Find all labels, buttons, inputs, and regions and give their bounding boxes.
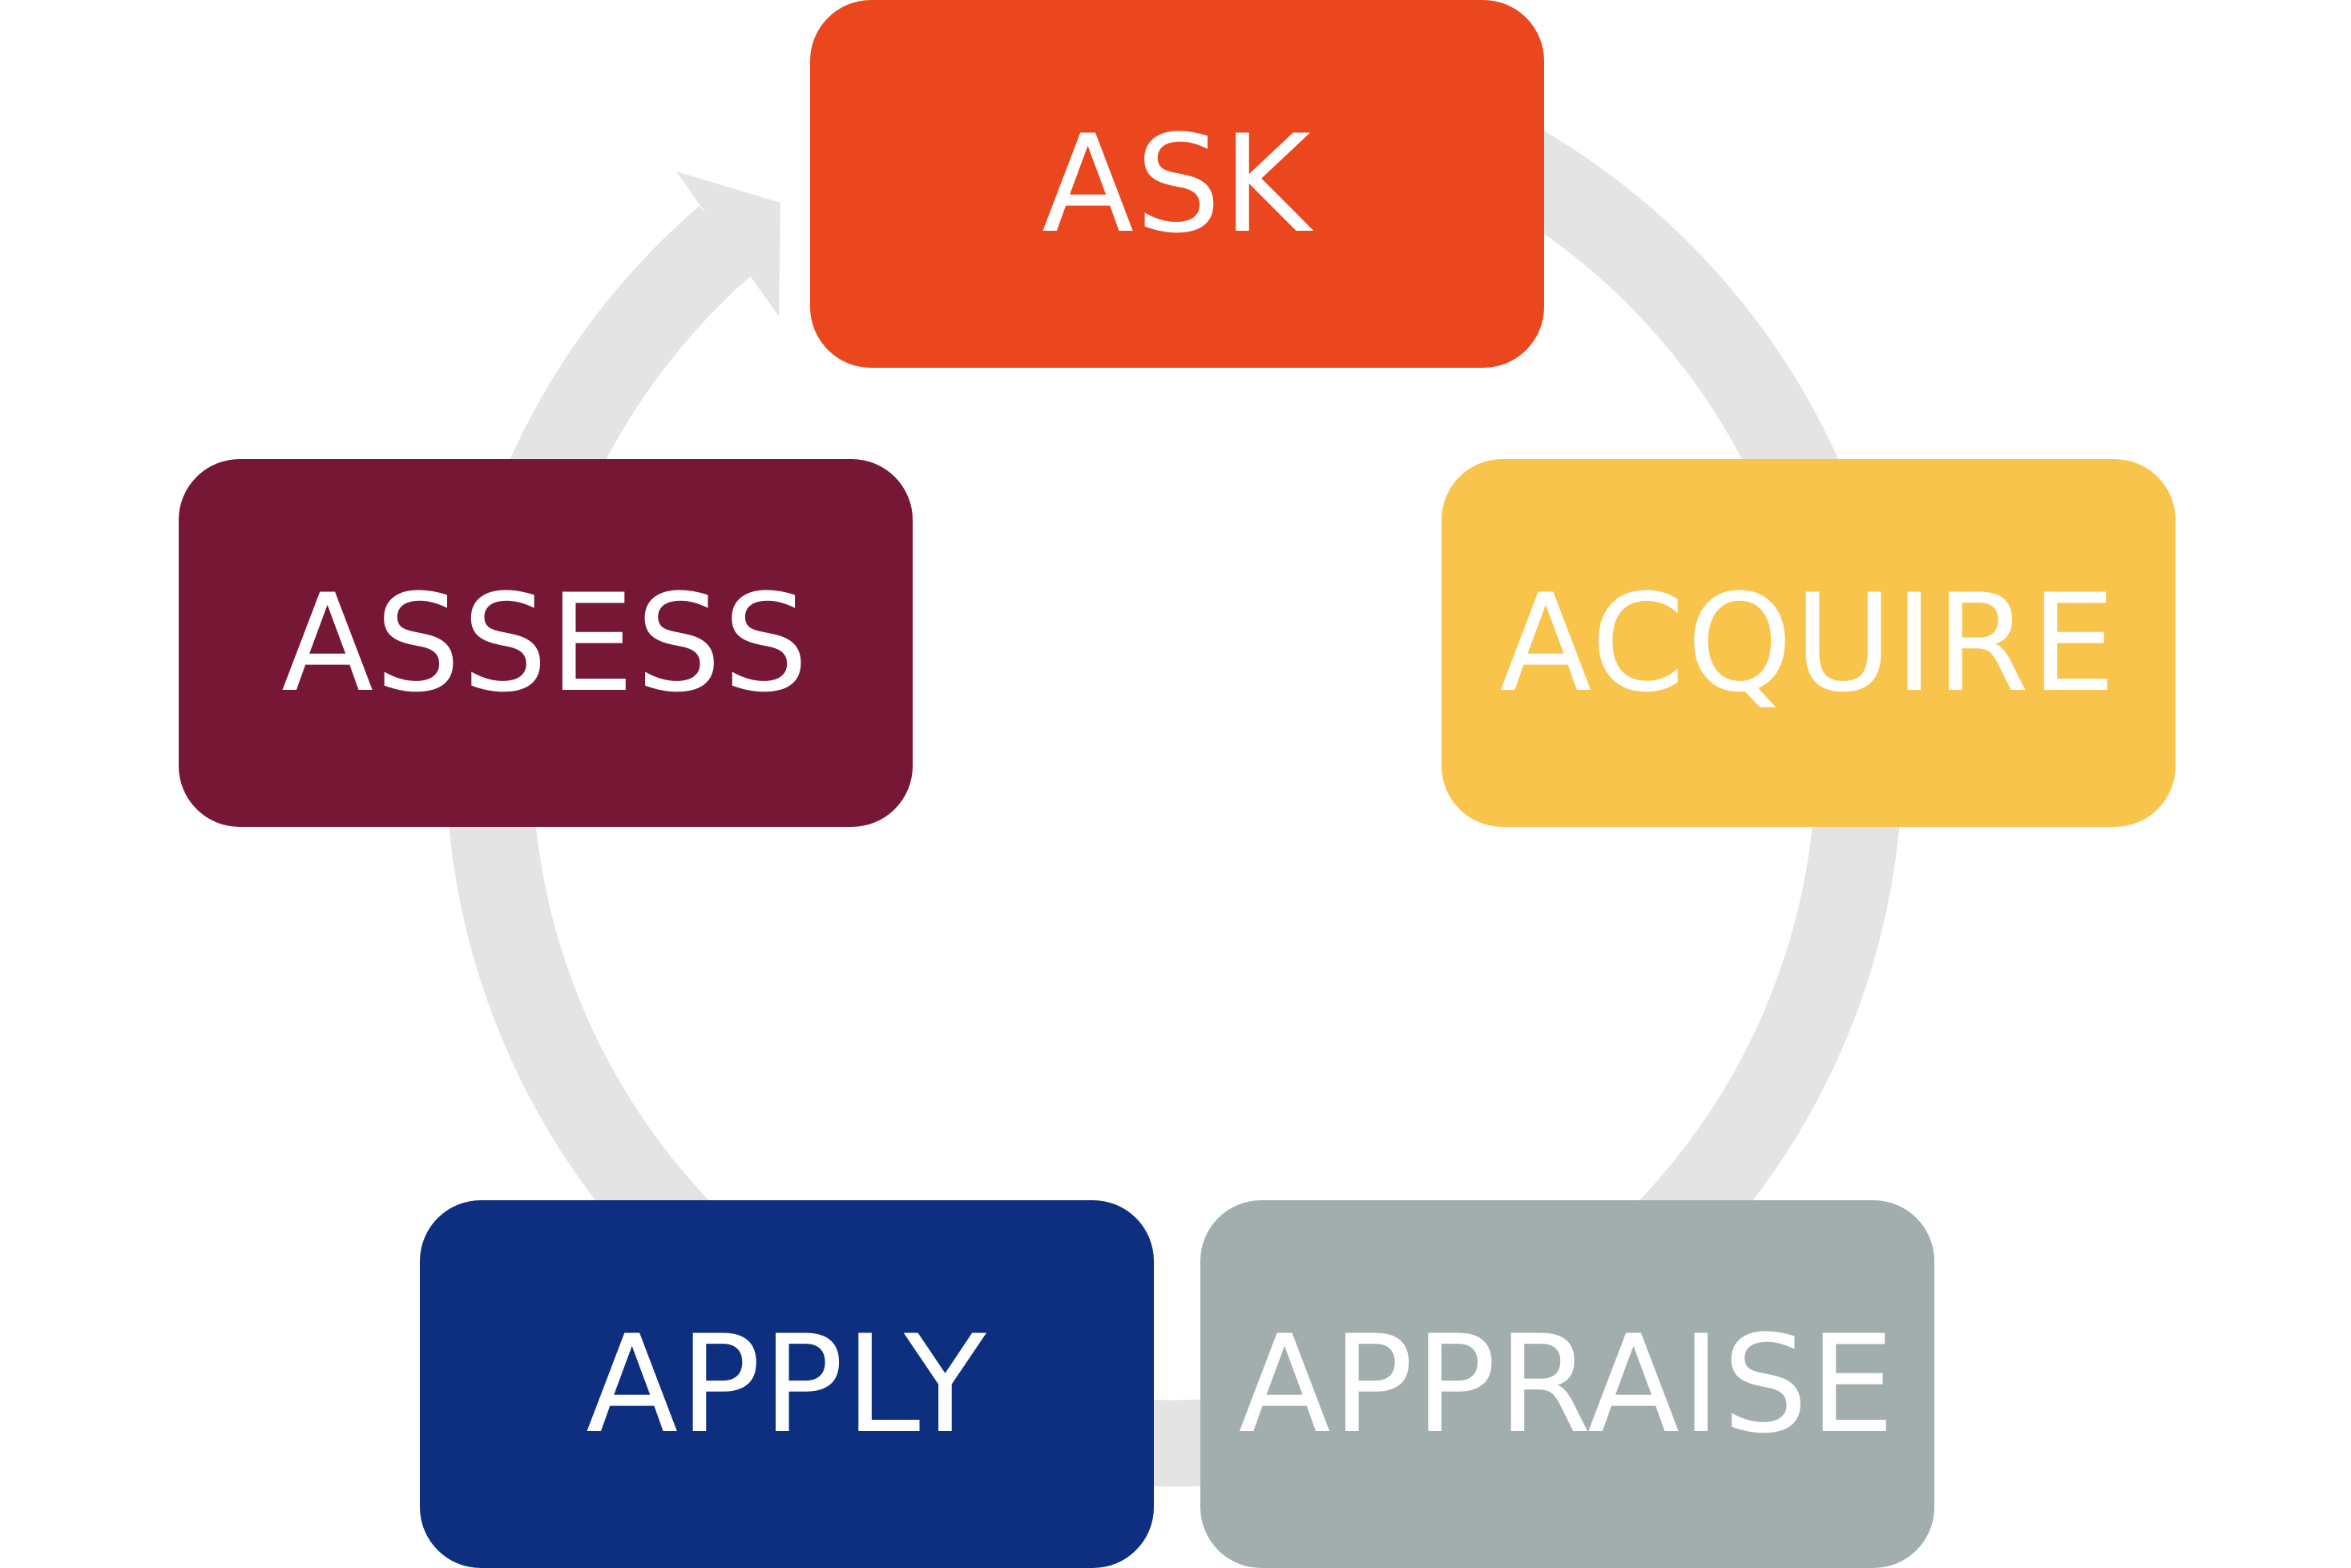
step-appraise: APPRAISE (1200, 1200, 1934, 1568)
step-appraise-label: APPRAISE (1238, 1305, 1897, 1463)
step-acquire-label: ACQUIRE (1499, 564, 2118, 722)
step-assess: ASSESS (179, 459, 913, 827)
step-assess-label: ASSESS (281, 564, 810, 722)
step-apply: APPLY (420, 1200, 1154, 1568)
step-acquire: ACQUIRE (1442, 459, 2176, 827)
step-apply-label: APPLY (586, 1305, 988, 1463)
cycle-arrowhead-icon (676, 171, 780, 316)
step-ask: ASK (810, 0, 1544, 368)
step-ask-label: ASK (1042, 105, 1313, 263)
